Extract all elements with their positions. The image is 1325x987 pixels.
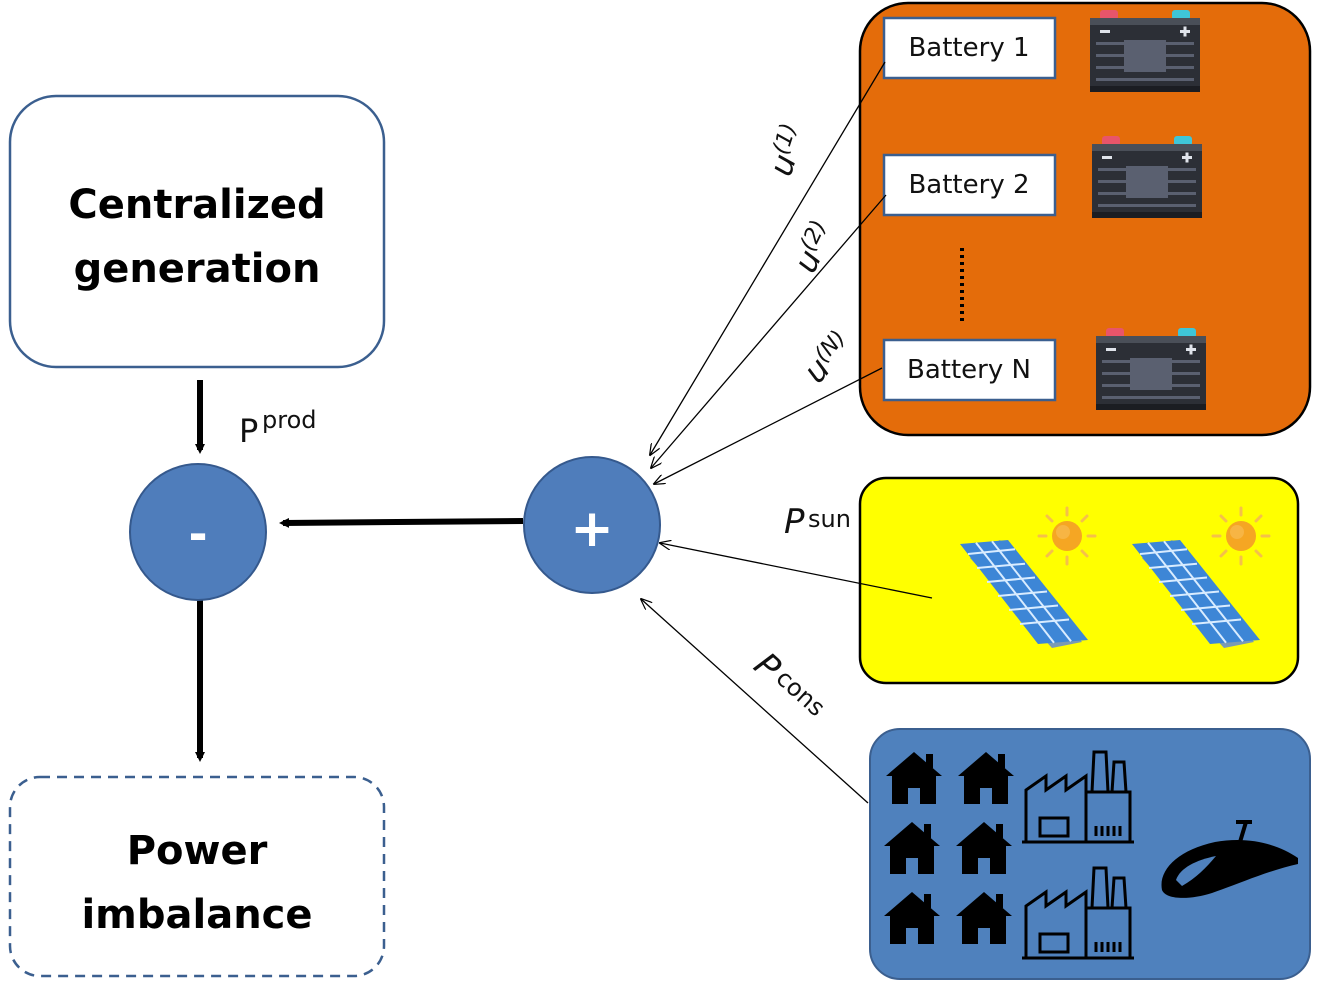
u1-sup: (1) [769,120,802,157]
solar-flow-arrow [660,543,933,599]
consumption-flow-arrow [641,599,869,804]
p-prod-label: P prod [239,406,317,450]
storage-box [858,1,1312,437]
u2-label: u (2) [786,216,832,278]
imbalance-line-1: Power [127,828,268,874]
car-battery-icon [1092,136,1202,218]
un-label: u (N) [796,326,851,391]
plus-to-minus-arrow [279,517,524,528]
power-imbalance-box[interactable] [8,775,386,978]
battery-n-label: Battery N [907,355,1031,385]
solar-box [858,476,1300,685]
car-battery-icon [1090,10,1200,92]
p-sun-label: P sun [784,502,851,542]
p-cons-label: P cons [746,645,831,722]
imbalance-line-2: imbalance [81,892,312,938]
battery-2-label: Battery 2 [908,170,1029,200]
p-sun-sup: sun [808,505,851,533]
minus-node[interactable] [129,463,267,601]
p-cons-sup: cons [771,664,831,722]
battery-n-box[interactable] [882,338,1057,402]
centralized-generation-box[interactable] [8,94,386,369]
battery-1-flow-arrow [650,61,886,455]
plus-symbol: + [570,499,614,559]
p-sun-base: P [784,502,805,542]
high-speed-train-icon [1161,820,1298,898]
sun-icon [1211,506,1271,566]
p-prod-sup: prod [262,406,317,434]
minus-symbol: - [188,507,207,561]
car-battery-icon [1096,328,1206,410]
battery-1-label: Battery 1 [908,33,1029,63]
p-prod-base: P [239,412,258,450]
plus-node[interactable] [523,456,661,594]
sun-icon [1037,506,1097,566]
battery-1-box[interactable] [882,16,1057,80]
battery-n-flow-arrow [654,367,883,484]
battery-2-flow-arrow [651,194,887,468]
u1-label: u (1) [761,120,803,180]
generation-line-1: Centralized [68,182,325,228]
battery-2-box[interactable] [882,153,1057,217]
generation-line-2: generation [74,246,321,292]
